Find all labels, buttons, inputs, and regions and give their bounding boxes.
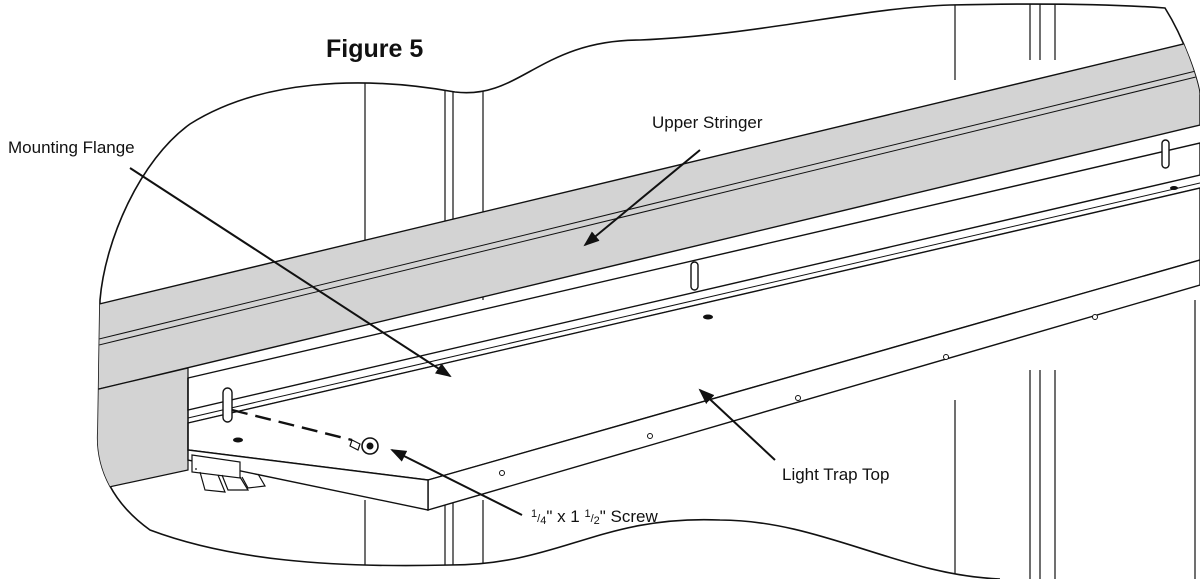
- leader-mounting-flange: [129, 167, 452, 378]
- leader-light-trap-top: [698, 388, 776, 461]
- screw-frac2-num: 1: [584, 508, 590, 520]
- slot-hole: [1161, 139, 1170, 169]
- screw-frac1-num: 1: [531, 508, 537, 520]
- screw-hole: [703, 314, 713, 320]
- screw-frac2-den: 2: [594, 515, 600, 527]
- figure-title: Figure 5: [326, 35, 423, 63]
- leader-screw: [390, 449, 523, 516]
- upper-stringer-band: [97, 39, 1200, 391]
- view-outline: [96, 3, 1200, 579]
- screw-tail: " Screw: [600, 507, 659, 526]
- clipped-scene: [97, 4, 1200, 579]
- leader-upper-stringer: [583, 149, 701, 247]
- front-edge-holes: [499, 314, 1098, 476]
- screw-frac1-slash: /: [537, 513, 541, 525]
- slot-hole: [222, 387, 233, 423]
- screw-frac2-slash: /: [591, 513, 595, 525]
- label-upper-stringer: Upper Stringer: [652, 113, 763, 132]
- screw-frac1-den: 4: [540, 515, 546, 527]
- slot-hole: [690, 261, 699, 291]
- lower-stringer-strip: [97, 367, 189, 491]
- light-trap-end-face: [187, 378, 429, 511]
- screw: [349, 437, 379, 455]
- label-screw: 1/4" x 1 1/2" Screw: [531, 507, 659, 527]
- screw-axis: [231, 408, 353, 442]
- label-mounting-flange: Mounting Flange: [8, 138, 135, 157]
- screw-hole: [233, 437, 243, 443]
- corner-bracket: [191, 454, 266, 493]
- screw-mid: " x 1: [546, 507, 584, 526]
- label-light-trap-top: Light Trap Top: [782, 465, 889, 484]
- screw-hole: [1170, 186, 1178, 190]
